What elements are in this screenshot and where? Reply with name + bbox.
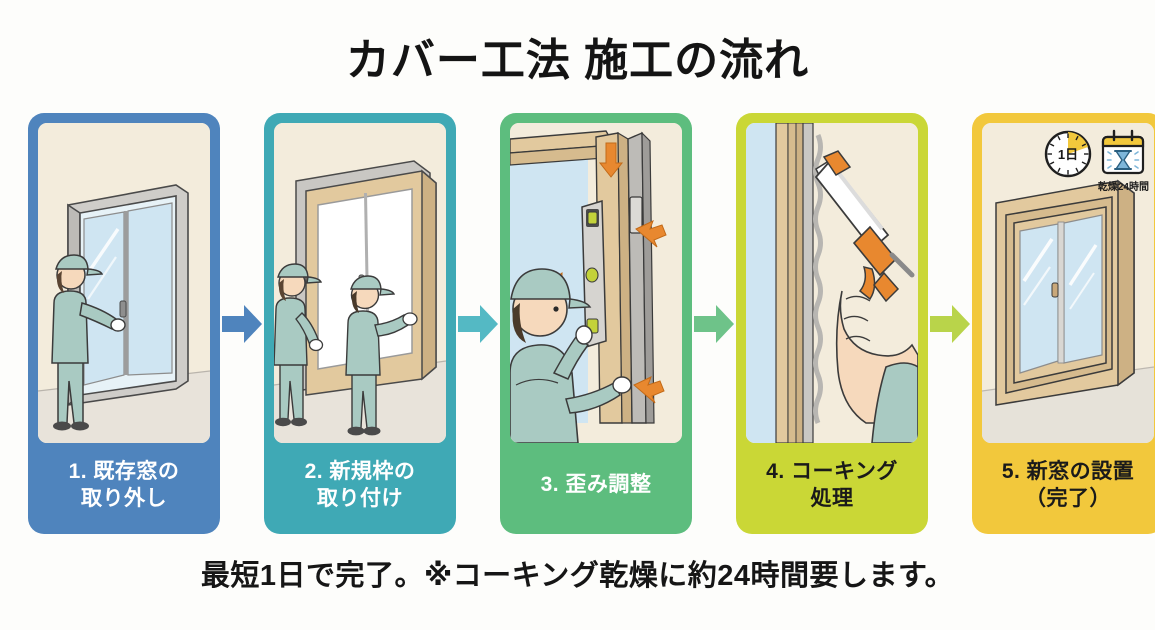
step-4-caption-line2: 処理 [810, 486, 854, 510]
arrow-step-4-to-5 [928, 113, 972, 534]
process-flow: 1. 既存窓の 取り外し [28, 113, 1155, 538]
step-2-caption: 2. 新規枠の 取り付け [274, 443, 446, 534]
step-2-caption-line2: 取り付け [316, 486, 403, 510]
completion-badges: 1日 [1043, 129, 1149, 193]
arrow-right-icon [222, 304, 262, 343]
step-5-caption-line2: （完了） [1024, 486, 1111, 510]
clock-badge: 1日 [1043, 129, 1093, 179]
step-1-caption-line2: 取り外し [80, 486, 167, 510]
caulking-gun-graphic [746, 123, 918, 443]
worker-foreground-figure [510, 268, 632, 443]
worker-right-figure [345, 275, 418, 436]
step-panel-2[interactable]: 2. 新規枠の 取り付け [264, 113, 456, 534]
calendar-badge-label: 乾燥24時間 [1097, 182, 1149, 193]
arrow-right-icon [930, 304, 970, 343]
step-3-caption-line1: 3. 歪み調整 [540, 473, 652, 497]
step-2-illustration [274, 123, 446, 443]
step-1-caption: 1. 既存窓の 取り外し [38, 443, 210, 534]
caulking-gun [814, 150, 915, 303]
arrow-step-3-to-4 [692, 113, 736, 534]
spirit-level-tool [581, 200, 607, 348]
step-5-caption: 5. 新窓の設置 （完了） [982, 443, 1154, 534]
two-workers-installing-frame-graphic [274, 123, 446, 443]
calendar-badge: 乾燥24時間 [1098, 129, 1149, 193]
calendar-hourglass-icon [1102, 129, 1145, 175]
arrow-step-2-to-3 [456, 113, 500, 534]
step-3-illustration [510, 123, 682, 443]
page-title: カバー工法 施工の流れ [345, 36, 810, 85]
step-5-illustration: 1日 [982, 123, 1154, 443]
clock-value: 1日 [1058, 147, 1078, 162]
clock-icon: 1日 [1044, 130, 1092, 178]
step-panel-3[interactable]: 3. 歪み調整 [500, 113, 692, 534]
step-3-caption: 3. 歪み調整 [510, 443, 682, 534]
step-1-caption-line1: 1. 既存窓の [68, 459, 180, 483]
step-5-caption-line1: 5. 新窓の設置 [1001, 459, 1135, 483]
worker-removing-window-graphic [38, 123, 210, 443]
footer-note: 最短1日で完了。※コーキング乾燥に約24時間要します。 [200, 560, 955, 592]
arrow-right-icon [694, 304, 734, 343]
worker-left-figure [274, 263, 324, 427]
step-panel-1[interactable]: 1. 既存窓の 取り外し [28, 113, 220, 534]
step-2-caption-line1: 2. 新規枠の [304, 459, 416, 483]
step-4-caption: 4. コーキング 処理 [746, 443, 918, 534]
leveling-frame-graphic [510, 123, 682, 443]
hand-figure [835, 290, 918, 443]
arrow-right-icon [458, 304, 498, 343]
arrow-step-1-to-2 [220, 113, 264, 534]
step-4-illustration [746, 123, 918, 443]
step-panel-4[interactable]: 4. コーキング 処理 [736, 113, 928, 534]
step-1-illustration [38, 123, 210, 443]
step-panel-5[interactable]: 1日 [972, 113, 1155, 534]
step-4-caption-line1: 4. コーキング [766, 459, 898, 483]
worker-figure [51, 254, 126, 431]
